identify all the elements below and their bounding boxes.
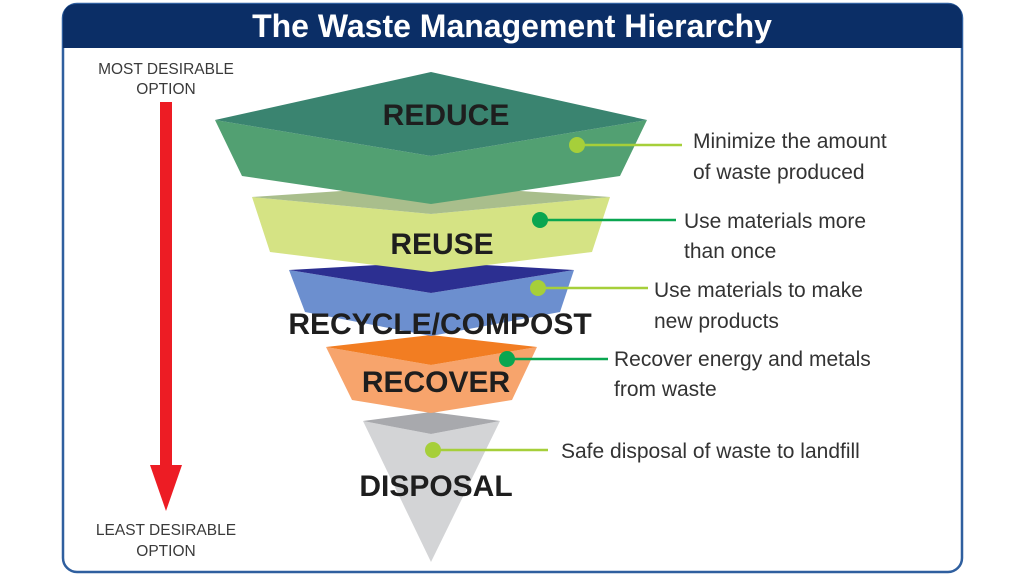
callout-recycle: Use materials to make new products: [530, 279, 863, 333]
level-reduce: REDUCE: [215, 72, 647, 204]
description-line2: of waste produced: [693, 161, 865, 184]
description-line1: Use materials to make: [654, 279, 863, 302]
level-recover: RECOVER: [326, 335, 537, 413]
level-label: REUSE: [390, 228, 493, 261]
least-desirable-label-line1: LEAST DESIRABLE: [96, 522, 236, 539]
dot-icon: [530, 280, 546, 296]
least-desirable-label-line2: OPTION: [136, 543, 195, 560]
description-line2: than once: [684, 240, 776, 263]
level-disposal: DISPOSAL: [359, 412, 513, 562]
level-label: REDUCE: [383, 99, 510, 132]
level-label: RECYCLE/COMPOST: [288, 308, 591, 341]
dot-icon: [425, 442, 441, 458]
dot-icon: [499, 351, 515, 367]
arrow-shaft: [160, 102, 172, 468]
callout-reuse: Use materials more than once: [532, 210, 866, 263]
most-desirable-label-line2: OPTION: [136, 81, 195, 98]
level-label: RECOVER: [362, 366, 511, 399]
description-line1: Minimize the amount: [693, 130, 887, 153]
header-bar: [63, 4, 962, 48]
arrow-down-icon: [150, 465, 182, 511]
dot-icon: [532, 212, 548, 228]
level-label: DISPOSAL: [359, 470, 512, 503]
description-line1: Recover energy and metals: [614, 348, 871, 371]
description-line1: Safe disposal of waste to landfill: [561, 440, 860, 463]
callout-recover: Recover energy and metals from waste: [499, 348, 871, 401]
title: The Waste Management Hierarchy: [252, 8, 772, 44]
description-line2: from waste: [614, 378, 717, 401]
level-reuse: REUSE: [252, 185, 610, 272]
callout-disposal: Safe disposal of waste to landfill: [425, 440, 860, 463]
callout-reduce: Minimize the amount of waste produced: [569, 130, 887, 184]
most-desirable-label-line1: MOST DESIRABLE: [98, 61, 234, 78]
description-line2: new products: [654, 310, 779, 333]
dot-icon: [569, 137, 585, 153]
level-recycle-compost: RECYCLE/COMPOST: [288, 262, 592, 341]
description-line1: Use materials more: [684, 210, 866, 233]
